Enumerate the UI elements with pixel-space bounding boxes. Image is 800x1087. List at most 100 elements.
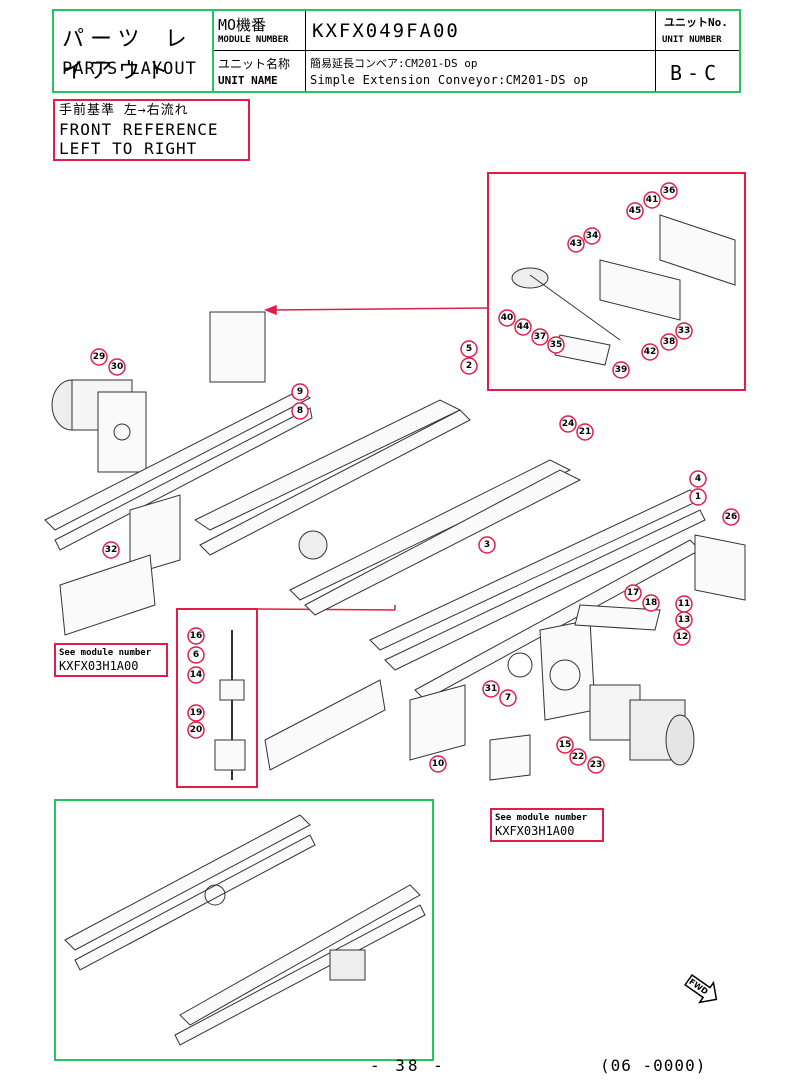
callout-circle (660, 333, 678, 351)
page-number: - 38 - (370, 1056, 446, 1075)
unit-number: B-C (670, 61, 722, 85)
fwd-arrow: FWD (684, 973, 718, 1004)
unit-no-label-cell: ユニットNo. UNIT NUMBER (656, 11, 739, 51)
callout-number: 2 (466, 361, 472, 371)
callout-number: 23 (590, 760, 603, 770)
callout-number: 16 (190, 631, 203, 641)
callout-circle (583, 227, 601, 245)
callout-number: 21 (579, 427, 592, 437)
reference-note: 手前基準 左→右流れ FRONT REFERENCE LEFT TO RIGHT (53, 99, 250, 161)
callout-circle (102, 541, 120, 559)
title-jp: パーツ レイアウト (62, 27, 193, 84)
callout-circle (642, 594, 660, 612)
mo-label-en: MODULE NUMBER (218, 35, 289, 45)
unit-name-label-cell: ユニット名称 UNIT NAME (214, 51, 306, 91)
callout-circle (90, 348, 108, 366)
callout-number: 26 (725, 512, 738, 522)
callout-circle (675, 611, 693, 629)
callout-circle (531, 328, 549, 346)
callout-circle (291, 383, 309, 401)
callout-number: 43 (570, 239, 583, 249)
drawing-lines (44, 214, 746, 1046)
callout-number: 41 (646, 195, 659, 205)
callout-number: 38 (663, 337, 676, 347)
callout-number: 10 (432, 759, 445, 769)
callout-circle (556, 736, 574, 754)
callout-circle (641, 343, 659, 361)
callout-circle (660, 182, 678, 200)
callout-number: 13 (678, 615, 691, 625)
callout-number: 33 (678, 326, 691, 336)
detail-frame-top (487, 172, 746, 391)
callout-number: 6 (193, 650, 199, 660)
unit-name-label-jp: ユニット名称 (218, 57, 291, 71)
see-module-note-right: See module number KXFX03H1A00 (490, 808, 604, 842)
callout-circle (624, 584, 642, 602)
mo-label-cell: MO機番 MODULE NUMBER (214, 11, 306, 51)
callout-circle (547, 336, 565, 354)
callout-number: 37 (534, 332, 547, 342)
module-number: KXFX049FA00 (312, 20, 460, 42)
callout-number: 20 (190, 725, 203, 735)
callout-number: 9 (297, 387, 303, 397)
callout-circle (108, 358, 126, 376)
module-number-cell: KXFX049FA00 (306, 11, 656, 51)
callouts-detail-mid: 16 6 14 19 20 (187, 627, 205, 739)
unit-number-cell: B-C (656, 51, 739, 91)
callout-circle (499, 689, 517, 707)
callout-circle (673, 628, 691, 646)
callout-number: 5 (466, 344, 472, 354)
callout-circle (689, 470, 707, 488)
callout-number: 29 (93, 352, 106, 362)
see-module-label: See module number (495, 813, 588, 823)
callout-number: 4 (695, 474, 701, 484)
callout-circle (291, 402, 309, 420)
callout-circle (478, 536, 496, 554)
callout-number: 30 (111, 362, 124, 372)
callout-number: 3 (484, 540, 490, 550)
see-module-note-left: See module number KXFX03H1A00 (54, 643, 168, 677)
callout-circle (722, 508, 740, 526)
see-module-code: KXFX03H1A00 (495, 824, 575, 838)
callout-number: 45 (629, 206, 642, 216)
callout-circle (187, 666, 205, 684)
callout-circle (612, 361, 630, 379)
overview-frame (54, 799, 434, 1061)
callout-circle (626, 202, 644, 220)
callout-number: 15 (559, 740, 572, 750)
reference-line-front: FRONT REFERENCE (59, 120, 219, 139)
unit-name-jp: 簡易延長コンベア:CM201-DS op (310, 57, 478, 70)
callout-number: 1 (695, 492, 701, 502)
footer-code: (06 -0000) (600, 1056, 707, 1075)
callout-circle (643, 191, 661, 209)
callout-circle (567, 235, 585, 253)
see-module-label: See module number (59, 648, 152, 658)
unit-name-label-en: UNIT NAME (218, 74, 278, 87)
callout-circle (569, 748, 587, 766)
see-module-code: KXFX03H1A00 (59, 659, 139, 673)
callout-number: 19 (190, 708, 203, 718)
callout-circle (187, 646, 205, 664)
callout-number: 34 (586, 231, 599, 241)
callout-number: 39 (615, 365, 628, 375)
callout-circle (482, 680, 500, 698)
callout-number: 18 (645, 598, 658, 608)
mo-label-jp: MO機番 (218, 16, 267, 34)
title-cell: パーツ レイアウト PARTS LAYOUT (54, 11, 214, 91)
callout-circle (675, 322, 693, 340)
callout-number: 14 (190, 670, 203, 680)
title-en: PARTS LAYOUT (62, 59, 197, 79)
callout-circle (187, 704, 205, 722)
reference-line-jp: 手前基準 左→右流れ (59, 103, 189, 118)
callout-circle (498, 309, 516, 327)
unit-name-cell: 簡易延長コンベア:CM201-DS op Simple Extension Co… (306, 51, 656, 91)
callout-circle (187, 627, 205, 645)
callout-number: 7 (505, 693, 511, 703)
callout-circle (429, 755, 447, 773)
callout-number: 31 (485, 684, 498, 694)
callout-circle (460, 357, 478, 375)
reference-line-direction: LEFT TO RIGHT (59, 139, 198, 158)
